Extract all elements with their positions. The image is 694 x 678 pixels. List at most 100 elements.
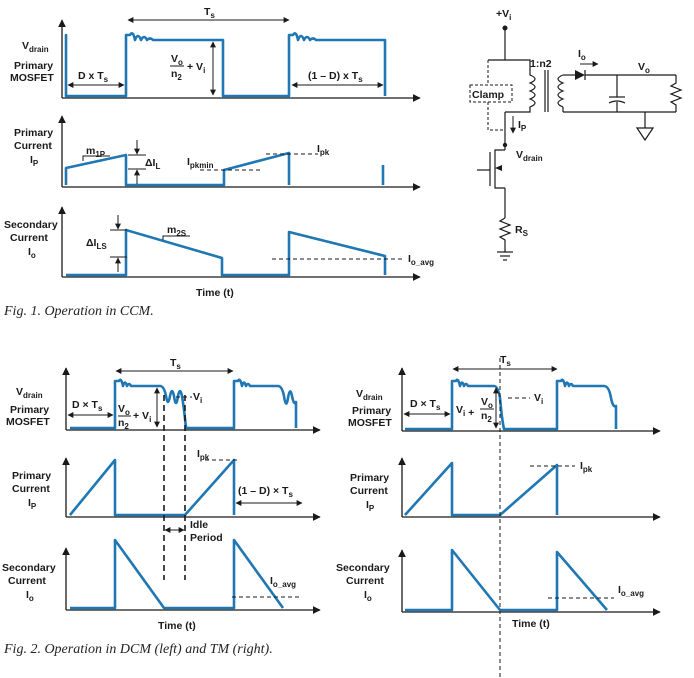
fig2l-vdrain-primary: Primary	[10, 404, 49, 416]
fig2l-ts-label: Ts	[170, 357, 181, 371]
circuit-mosfet-arrow-icon	[495, 165, 502, 171]
circuit-load-resistor	[669, 75, 683, 112]
fig1-m2s-label: m2S	[167, 224, 187, 238]
fig2r-vi-label: Vi	[534, 392, 543, 406]
fig1-vo-label: Vo	[171, 53, 183, 67]
fig2l-vdrain-mosfet: MOSFET	[6, 416, 50, 428]
circuit-drain-node	[502, 142, 508, 148]
fig1-io-secondary: Secondary	[4, 219, 58, 231]
circuit-vo-label: Vo	[638, 61, 650, 75]
fig2l-ipk-label: Ipk	[197, 448, 210, 462]
fig2l-io-waveform	[70, 538, 285, 610]
fig1-ts-label: Ts	[204, 6, 215, 20]
fig2r-ipk-label: Ipk	[580, 460, 593, 474]
fig2r-vdrain-primary: Primary	[352, 405, 391, 417]
circuit-rs-label: RS	[515, 224, 529, 238]
fig2r-vo-label: Vo	[481, 396, 493, 410]
circuit-ratio-label: 1:n2	[530, 58, 552, 70]
fig1-plusvi-label: + Vi	[187, 61, 205, 75]
fig1-ip-waveform	[64, 151, 291, 187]
fig2l-1mdts-label: (1 – D) × Ts	[238, 485, 293, 499]
fig1-ipk-label: Ipk	[317, 143, 330, 157]
fig1-vdrain-waveform	[64, 32, 387, 98]
fig1-m1p-label: m1P	[86, 145, 106, 159]
fig2r-ts-label: Ts	[500, 354, 511, 368]
circuit-clamp-label: Clamp	[472, 89, 504, 101]
fig2l-io-current: Current	[8, 575, 46, 587]
fig2-tm: Vdrain Primary MOSFET Primary Current IP…	[336, 354, 661, 678]
circuit-clamp-box	[469, 84, 513, 103]
circuit-mosfet-channel	[494, 149, 505, 189]
circuit-clamp-dashwire	[487, 60, 505, 131]
fig2r-n2-label: n2	[481, 410, 492, 424]
fig2l-ip-primary: Primary	[12, 470, 51, 482]
fig2l-vi-label: Vi	[193, 391, 202, 405]
fig1-ccm: Vdrain Primary MOSFET Primary Current IP…	[3, 6, 434, 319]
fig2r-ip-primary: Primary	[350, 472, 389, 484]
fig2-caption: Fig. 2. Operation in DCM (left) and TM (…	[3, 642, 273, 657]
fig2r-ip-waveform	[404, 461, 559, 517]
circuit-ground-icon	[635, 127, 655, 142]
fig1-dts-label: D x Ts	[78, 70, 109, 84]
circuit-vdrain-label: Vdrain	[516, 149, 543, 163]
fig2r-ip-symbol: IP	[366, 499, 375, 513]
fig2r-vdrain-label: Vdrain	[356, 388, 383, 402]
fig2l-ip-current: Current	[12, 483, 50, 495]
fig2l-dts-label: D × Ts	[72, 399, 103, 413]
fig1-dils-label: ΔILS	[86, 237, 107, 251]
fig1-ip-current: Current	[14, 140, 52, 152]
fig1-time-label: Time (t)	[196, 287, 234, 299]
fig2r-vdrain-mosfet: MOSFET	[348, 417, 392, 429]
fig2l-vdrain-waveform	[70, 378, 298, 430]
fig1-ioavg-label: Io_avg	[408, 253, 434, 267]
fig1-vdrain-mosfet: MOSFET	[10, 72, 54, 84]
fig2l-io-secondary: Secondary	[2, 562, 56, 574]
fig2r-vdrain-waveform	[405, 378, 618, 431]
circuit-secondary-winding	[557, 74, 565, 108]
fig2l-idle-label: Idle	[190, 519, 208, 531]
circuit-primary-winding	[505, 59, 536, 113]
fig2r-io-secondary: Secondary	[336, 562, 390, 574]
fig2r-dts-label: D × Ts	[410, 398, 441, 412]
fig1-ip-symbol: IP	[30, 154, 39, 168]
fig2-dcm: Vdrain Primary MOSFET Primary Current IP…	[2, 357, 321, 632]
fig2l-vdrain-label: Vdrain	[16, 386, 43, 400]
fig1-ip-primary: Primary	[14, 127, 53, 139]
fig2r-io-symbol: Io	[364, 589, 372, 603]
fig2l-time-label: Time (t)	[158, 620, 196, 632]
fig1-m1p-marker	[82, 155, 110, 161]
fig1-m2s-marker	[162, 235, 190, 240]
flyback-circuit: +Vi Clamp 1:n2 Io Vo IP	[469, 8, 683, 261]
fig2r-ioavg-label: Io_avg	[618, 584, 644, 598]
fig1-n2-label: n2	[171, 68, 182, 82]
fig2r-io-waveform	[405, 548, 608, 612]
fig2l-ioavg-label: Io_avg	[270, 575, 296, 589]
fig2l-plusvi-label: + Vi	[133, 410, 151, 424]
fig2l-ip-waveform	[68, 458, 236, 517]
fig2r-io-current: Current	[346, 575, 384, 587]
fig2l-period-label: Period	[190, 532, 223, 544]
fig2r-time-label: Time (t)	[512, 618, 550, 630]
fig1-io-waveform	[66, 228, 387, 277]
fig1-io-current: Current	[10, 232, 48, 244]
fig1-vdrain-label: Vdrain	[22, 40, 49, 54]
fig2r-ip-current: Current	[350, 485, 388, 497]
fig1-ipkmin-label: Ipkmin	[187, 156, 214, 170]
circuit-diode-icon	[575, 70, 585, 80]
fig1-io-symbol: Io	[28, 246, 36, 260]
fig2l-n2-label: n2	[118, 417, 129, 431]
fig1-vdrain-primary: Primary	[14, 60, 53, 72]
circuit-vi-label: +Vi	[496, 8, 511, 22]
fig2r-vi-first: Vi +	[456, 404, 474, 419]
fig1-1mdts-label: (1 – D) x Ts	[308, 70, 363, 84]
circuit-rs-resistor	[498, 217, 512, 252]
circuit-io-label: Io	[578, 48, 586, 62]
fig1-dil-label: ΔIL	[145, 157, 160, 171]
fig2l-vo-label: Vo	[118, 403, 130, 417]
circuit-cap-plate-bot	[608, 100, 626, 104]
fig2l-ip-symbol: IP	[28, 497, 37, 511]
fig2l-io-symbol: Io	[26, 589, 34, 603]
circuit-ip-label: IP	[518, 119, 527, 133]
fig1-caption: Fig. 1. Operation in CCM.	[3, 304, 154, 319]
